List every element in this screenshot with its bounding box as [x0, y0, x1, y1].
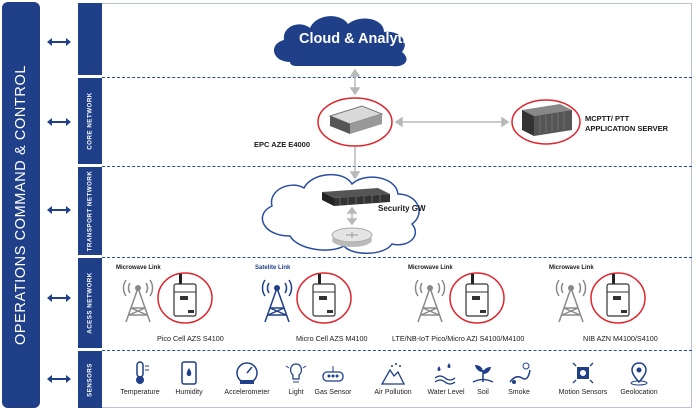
core-network-band: CORE NETWORK	[78, 78, 102, 164]
sensor-label: Water Level	[427, 389, 465, 396]
layer-divider	[102, 350, 692, 351]
double-arrow-icon	[47, 38, 71, 46]
access-network-band: ACESS NETWORK	[78, 258, 102, 348]
cloud-analytics-label: Cloud & Analytics	[299, 31, 423, 47]
cell-label: Micro Cell AZS M4100	[296, 334, 368, 343]
cell-unit-icon	[173, 274, 197, 317]
cell-tower-icon	[555, 272, 646, 324]
sensor-label: Smoke	[508, 389, 530, 396]
security-gateway-icon	[322, 188, 390, 206]
location-pin-icon	[630, 362, 648, 386]
router-icon	[331, 227, 373, 247]
layer-divider	[102, 166, 692, 167]
layer-labels: CORE NETWORK TRANSPORT NETWORK ACESS NET…	[78, 3, 102, 408]
lightbulb-icon	[285, 363, 307, 383]
sensor-label: Soil	[477, 389, 489, 396]
thermometer-icon	[136, 361, 149, 384]
sensor-label: Gas Sensor	[314, 389, 352, 396]
link-type-label: Microwave Link	[116, 265, 161, 271]
epc-label: EPC AZE E4000	[254, 140, 310, 149]
gauge-icon	[236, 362, 258, 384]
mcptt-server-icon	[522, 104, 572, 136]
layer-divider	[102, 257, 692, 258]
sensor-label: Temperature	[120, 389, 160, 396]
layer-divider	[102, 77, 692, 78]
cloud-layer-band	[78, 3, 102, 75]
sensor-label: Humidity	[175, 389, 203, 396]
double-arrow-icon	[47, 294, 71, 302]
cell-unit-icon	[606, 274, 630, 317]
cell-unit-icon	[312, 274, 336, 317]
cell-tower-icon	[414, 272, 505, 324]
mcptt-label-line1: MCPTT/ PTT	[585, 114, 630, 123]
sensor-label: Motion Sensors	[558, 389, 608, 396]
double-arrow-icon	[47, 118, 71, 126]
gas-sensor-icon	[322, 366, 344, 382]
security-gateway-label: Security GW	[378, 204, 426, 213]
double-arrow-icon	[47, 375, 71, 383]
double-arrow-icon	[47, 206, 71, 214]
cell-tower-icon	[261, 272, 352, 324]
sensor-label: Accelerometer	[224, 389, 270, 396]
sensor-label: Light	[288, 389, 304, 396]
mcptt-label-line2: APPLICATION SERVER	[585, 124, 669, 133]
link-type-label: Microwave Link	[408, 265, 453, 271]
operations-sidebar: OPERATIONS COMMAND & CONTROL	[2, 2, 40, 408]
water-level-icon	[434, 363, 456, 385]
link-type-label: Microwave Link	[549, 265, 594, 271]
link-type-label: Satelite Link	[255, 265, 291, 271]
soil-icon	[472, 365, 494, 383]
diagram-frame	[102, 3, 692, 408]
transport-network-band: TRANSPORT NETWORK	[78, 167, 102, 255]
cell-label: Pico Cell AZS S4100	[157, 334, 224, 343]
cell-label: NIB AZN M4100/S4100	[583, 334, 658, 343]
cell-unit-icon	[465, 274, 489, 317]
smoke-icon	[509, 362, 531, 384]
humidity-icon	[181, 361, 197, 385]
motion-sensor-icon	[572, 362, 594, 384]
cell-label: LTE/NB-IoT Pico/Micro AZI S4100/M4100	[392, 334, 525, 343]
sensors-band: SENSORS	[78, 351, 102, 408]
cell-tower-icon	[122, 272, 213, 324]
sensor-label: Geolocation	[620, 389, 658, 396]
sensor-label: Air Pollution	[374, 389, 412, 396]
epc-server-icon	[328, 105, 384, 134]
cloud-analytics-icon	[273, 16, 407, 67]
air-pollution-icon	[380, 363, 406, 385]
